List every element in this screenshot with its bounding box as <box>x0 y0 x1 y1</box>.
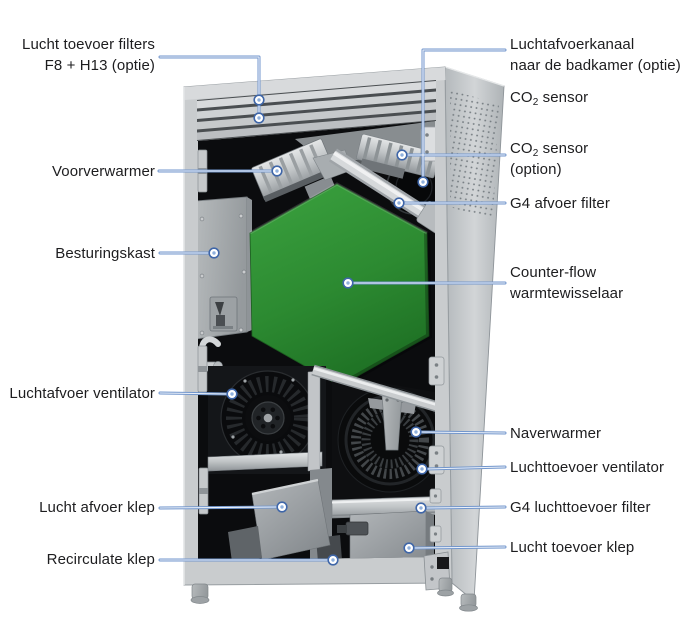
label-g4-supply-filter: G4 luchttoevoer filter <box>510 497 685 518</box>
label-line: Lucht toevoer klep <box>510 539 635 556</box>
label-line: CO <box>510 89 533 106</box>
label-line: Besturingskast <box>55 245 155 262</box>
label-line: sensor <box>538 140 589 157</box>
label-co2-sensor: CO2 sensor <box>510 87 685 108</box>
label-exhaust-valve: Lucht afvoer klep <box>0 497 155 518</box>
label-line: Naverwarmer <box>510 425 602 442</box>
heat-exchanger-hexagon <box>249 182 433 389</box>
fan-shelf <box>207 451 323 472</box>
side-panel <box>444 66 505 602</box>
callout-dots <box>208 94 429 566</box>
label-recirculation-valve: Recirculate klep <box>0 549 155 570</box>
label-line: Lucht toevoer filters <box>22 36 155 53</box>
label-line: Lucht afvoer klep <box>39 499 155 516</box>
label-line: Recirculate klep <box>46 551 155 568</box>
label-line: F8 + H13 (optie) <box>44 57 155 74</box>
label-g4-exhaust-filter: G4 afvoer filter <box>510 193 685 214</box>
label-supply-fan: Luchttoevoer ventilator <box>510 457 685 478</box>
label-control-box: Besturingskast <box>0 243 155 264</box>
label-supply-filters: Lucht toevoer filters F8 + H13 (optie) <box>0 34 155 76</box>
label-preheater: Voorverwarmer <box>0 161 155 182</box>
g4-exhaust-filter-rail <box>328 148 435 235</box>
leader-lines <box>157 48 507 562</box>
label-co2-sensor-option: CO2 sensor (option) <box>510 138 685 180</box>
label-exhaust-fan: Luchtafvoer ventilator <box>0 383 155 404</box>
control-box-switch <box>209 296 238 332</box>
exhaust-valve-box <box>228 478 331 561</box>
exhaust-fan <box>207 366 326 474</box>
label-heat-exchanger: Counter-flow warmtewisselaar <box>510 262 685 304</box>
frame-hinges <box>197 149 451 591</box>
unit-feet <box>190 577 478 612</box>
label-bathroom-duct: Luchtafvoerkanaal naar de badkamer (opti… <box>510 34 685 76</box>
label-reheater: Naverwarmer <box>510 423 685 444</box>
label-line: G4 afvoer filter <box>510 195 610 212</box>
label-line: sensor <box>538 89 589 106</box>
label-subscript: 2 <box>532 148 539 159</box>
label-subscript: 2 <box>532 97 539 108</box>
label-line: (option) <box>510 161 562 178</box>
label-line: naar de badkamer (optie) <box>510 57 681 74</box>
label-line: CO <box>510 140 533 157</box>
control-box <box>198 196 252 340</box>
label-line: Counter-flow <box>510 264 597 281</box>
label-line: Luchtafvoer ventilator <box>9 385 155 402</box>
label-line: Voorverwarmer <box>52 163 155 180</box>
hinge-bracket-white <box>420 126 435 162</box>
label-line: warmtewisselaar <box>510 285 624 302</box>
label-line: Luchtafvoerkanaal <box>510 36 635 53</box>
label-supply-valve: Lucht toevoer klep <box>510 537 685 558</box>
label-line: Luchttoevoer ventilator <box>510 459 665 476</box>
label-line: G4 luchttoevoer filter <box>510 499 651 516</box>
